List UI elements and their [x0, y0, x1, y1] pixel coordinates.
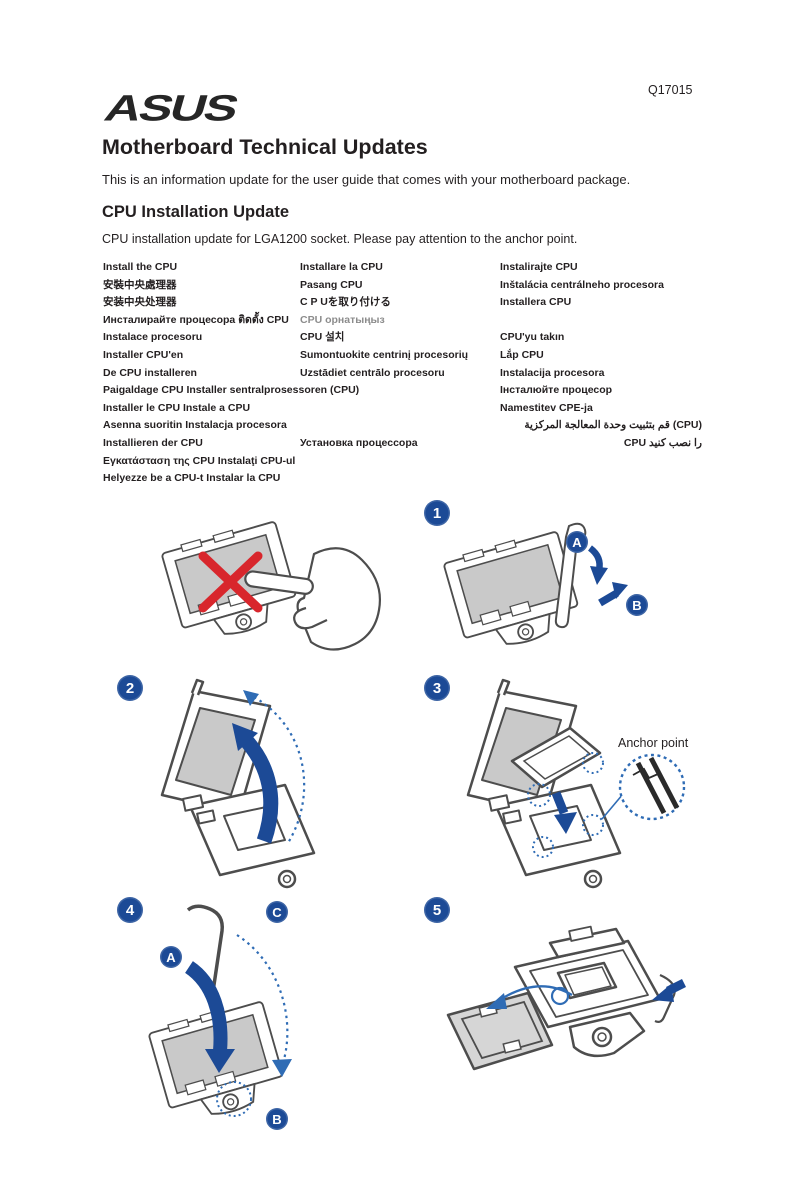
translation-line: Installera CPU [500, 296, 572, 309]
translation-line: Helyezze be a CPU-t Instalar la CPU [103, 472, 281, 485]
translation-line: Εγκατάσταση της CPU Instalaţi CPU-ul [103, 454, 296, 467]
translation-line [500, 453, 702, 471]
socket-warning-illustration [161, 521, 381, 651]
step-4-label-b-badge: B [266, 1108, 288, 1130]
translation-line: Instalace procesoru [103, 331, 203, 344]
arrow-open-plate [232, 723, 279, 844]
translation-line: Namestitev CPE-ja [500, 401, 593, 414]
translation-line: CPU орнатыңыз [300, 313, 385, 326]
translation-line: Installieren der CPU [103, 436, 203, 449]
translation-line: Instalacija procesora [500, 366, 605, 379]
translation-line [300, 470, 468, 488]
page-title: Motherboard Technical Updates [102, 135, 428, 159]
cpu-socket-closed [443, 531, 579, 645]
asus-logo: ASUS [100, 86, 243, 129]
translation-line: CPU'yu takın [500, 331, 565, 344]
figure-step-3 [430, 673, 782, 893]
translation-line [300, 400, 468, 418]
figure-step-1 [430, 498, 730, 676]
translation-line: Инсталирайте процесора ติดตั้ง CPU [103, 313, 289, 326]
translation-line: De CPU installeren [103, 366, 197, 379]
translation-line: Installare la CPU [300, 261, 383, 273]
translation-line: CPU را نصب کنید [623, 436, 702, 449]
translation-line: Pasang CPU [300, 278, 363, 291]
anchor-point-magnifier [618, 753, 686, 821]
step-1-label-a-badge: A [566, 531, 588, 553]
translation-line: C P Uを取り付ける [300, 296, 391, 309]
translation-line: Lắp CPU [500, 348, 544, 361]
translation-line: 安裝中央處理器 [103, 278, 177, 291]
figure-step-4 [115, 893, 415, 1148]
cap-latch-marker [550, 986, 570, 1006]
step-1-number-badge: 1 [424, 500, 450, 526]
protective-cap [446, 991, 554, 1071]
translation-line: قم بتثبيت وحدة المعالجة المركزية (CPU) [524, 419, 702, 432]
translation-line: Paigaldage CPU Installer sentralprosesso… [103, 384, 360, 397]
section-heading: CPU Installation Update [102, 203, 290, 221]
translation-line: Uzstādiet centrālo procesoru [300, 366, 445, 379]
latch-marker [216, 1081, 252, 1117]
translations-column-1: Install the CPU 安裝中央處理器 安装中央处理器 Инсталир… [103, 259, 359, 488]
step-1-label-b-badge: B [626, 594, 648, 616]
arrow-cap-pops-off [486, 985, 573, 1009]
hand-illustration [244, 547, 381, 651]
anchor-point-markers [527, 752, 604, 858]
doc-code: Q17015 [648, 83, 693, 97]
translation-line: Inštalácia centrálneho procesora [500, 278, 664, 291]
step-4-number-badge: 4 [117, 897, 143, 923]
translation-line [300, 453, 468, 471]
translation-line: Інсталюйте процесор [500, 384, 613, 397]
translation-line: Asenna suoritin Instalacja procesora [103, 419, 287, 432]
translation-line [500, 312, 702, 330]
translation-line: Установка процессора [300, 436, 418, 449]
figure-step-2 [140, 673, 420, 893]
arrow-b-push-out [598, 582, 628, 607]
cpu-insert-illustration [466, 678, 686, 889]
magnifier-leader-line [601, 793, 624, 820]
translation-line [500, 470, 702, 488]
socket-lever-raised [186, 904, 224, 1006]
socket-open-illustration [160, 678, 316, 889]
figure-step-5 [420, 903, 752, 1108]
socket-lever [554, 522, 587, 629]
socket-lever-release-illustration [443, 522, 628, 645]
cpu-socket-secured [513, 925, 676, 1058]
translation-line [300, 382, 468, 400]
cpu-socket-open [160, 678, 316, 889]
translations-column-3: Instalirajte CPU Inštalácia centrálneho … [500, 259, 702, 488]
translation-line [300, 417, 468, 435]
step-2-number-badge: 2 [117, 675, 143, 701]
translation-line: Install the CPU [103, 261, 178, 273]
arrow-close-plate [184, 961, 235, 1073]
anchor-point-label: Anchor point [618, 736, 689, 750]
intro-text: This is an information update for the us… [102, 172, 631, 187]
translation-line: Installer CPU'en [103, 348, 184, 361]
step-3-number-badge: 3 [424, 675, 450, 701]
cap-removal-illustration [446, 925, 687, 1071]
translation-line: Installer le CPU Instale a CPU [103, 401, 251, 414]
translations-column-2: Installare la CPU Pasang CPU C P Uを取り付ける… [300, 259, 468, 488]
red-x-icon [198, 551, 263, 613]
translation-line: CPU 설치 [300, 331, 345, 344]
socket-close-illustration [148, 904, 292, 1117]
step-4-label-c-badge: C [266, 901, 288, 923]
step-4-label-a-badge: A [160, 946, 182, 968]
translation-line: Instalirajte CPU [500, 261, 578, 273]
cpu-chip [510, 726, 602, 789]
arrow-press-lever [652, 978, 687, 1002]
translation-line: 安装中央处理器 [103, 296, 177, 309]
arrow-a-press-down [587, 545, 608, 585]
dotted-motion-arc [243, 690, 306, 844]
figure-warning-no-touch [118, 496, 410, 674]
translation-line: Sumontuokite centrinį procesorių [300, 348, 469, 361]
step-5-number-badge: 5 [424, 897, 450, 923]
section-description: CPU installation update for LGA1200 sock… [102, 232, 578, 246]
arrow-insert-cpu [551, 791, 577, 834]
dotted-motion-arc [236, 934, 292, 1077]
